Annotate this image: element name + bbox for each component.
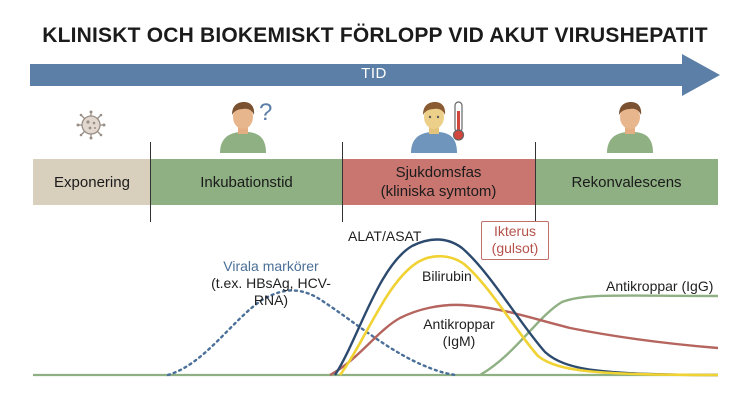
time-arrow bbox=[30, 54, 720, 96]
phase-exponering-label: Exponering bbox=[54, 173, 130, 191]
sick-person-thermometer-icon bbox=[411, 101, 465, 153]
igm-label-line2: (IgM) bbox=[442, 333, 476, 349]
time-arrow-label: TID bbox=[361, 65, 387, 82]
healthy-person-icon bbox=[607, 102, 653, 153]
phase-divider-3 bbox=[535, 142, 536, 222]
alat-asat-label: ALAT/ASAT bbox=[348, 228, 422, 244]
bilirubin-curve bbox=[338, 254, 719, 377]
igm-label: Antikroppar (IgM) bbox=[414, 316, 504, 350]
igg-curve bbox=[479, 294, 719, 377]
viral-markers-curve bbox=[166, 289, 458, 377]
virus-icon bbox=[76, 110, 106, 140]
phase-divider-2 bbox=[342, 142, 343, 222]
viral-markers-example: (t.ex. HBsAg, HCV-RNA) bbox=[211, 275, 331, 308]
question-mark-glyph: ? bbox=[259, 99, 272, 126]
viral-markers-label: Virala markörer (t.ex. HBsAg, HCV-RNA) bbox=[196, 258, 346, 309]
phase-sjukdomsfas: Sjukdomsfas (kliniska symtom) bbox=[342, 159, 535, 205]
phase-inkubationstid-label: Inkubationstid bbox=[200, 173, 293, 191]
ikterus-sublabel: (gulsot) bbox=[491, 240, 539, 256]
phase-inkubationstid: Inkubationstid bbox=[151, 159, 342, 205]
person-question-icon: ? bbox=[220, 99, 272, 153]
phase-divider-1 bbox=[150, 142, 151, 222]
time-arrow-shape bbox=[30, 54, 720, 96]
ikterus-label: Ikterus bbox=[493, 223, 536, 239]
phase-sjukdomsfas-label: Sjukdomsfas bbox=[395, 164, 482, 181]
phase-sjukdomsfas-sublabel: (kliniska symtom) bbox=[380, 183, 497, 200]
igg-label: Antikroppar (IgG) bbox=[606, 278, 714, 294]
alat-asat-curve bbox=[333, 238, 719, 377]
bilirubin-label: Bilirubin bbox=[422, 268, 472, 284]
diagram-title: KLINISKT OCH BIOKEMISKT FÖRLOPP VID AKUT… bbox=[42, 24, 708, 47]
igm-label-line1: Antikroppar bbox=[423, 316, 495, 332]
phase-exponering: Exponering bbox=[33, 159, 151, 205]
igm-curve bbox=[329, 303, 719, 377]
ikterus-callout: Ikterus (gulsot) bbox=[481, 221, 549, 260]
phase-rekonvalescens: Rekonvalescens bbox=[535, 159, 718, 205]
viral-markers-title: Virala markörer bbox=[223, 258, 319, 274]
phase-rekonvalescens-label: Rekonvalescens bbox=[571, 173, 682, 191]
